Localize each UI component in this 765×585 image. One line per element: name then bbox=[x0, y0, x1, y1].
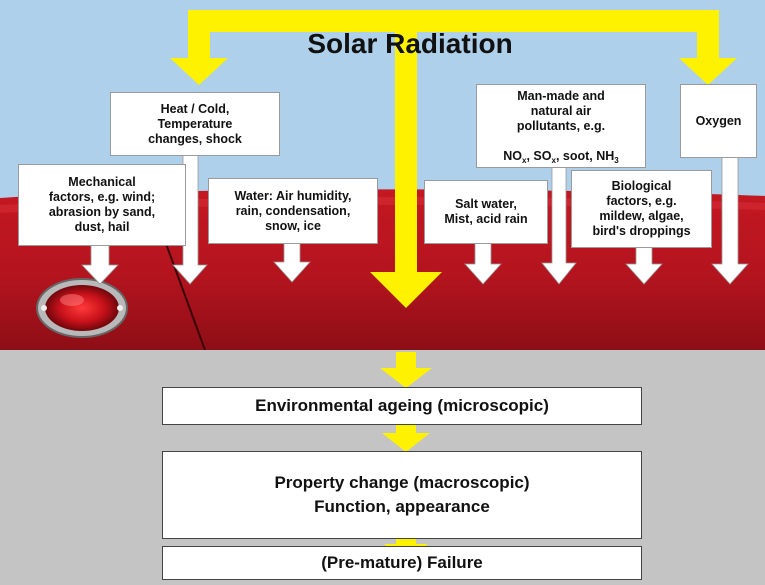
stage-failure-text: (Pre-mature) Failure bbox=[321, 553, 483, 572]
factor-mechanical: Mechanical factors, e.g. wind; abrasion … bbox=[18, 164, 186, 246]
factor-heat: Heat / Cold, Temperature changes, shock bbox=[110, 92, 280, 156]
diagram-title: Solar Radiation bbox=[307, 28, 513, 59]
arrow-salt bbox=[464, 242, 502, 285]
factor-mechanical-text: Mechanical factors, e.g. wind; abrasion … bbox=[48, 175, 156, 234]
stage-property: Property change (macroscopic) Function, … bbox=[162, 451, 642, 539]
stage-ageing-text: Environmental ageing (microscopic) bbox=[255, 396, 549, 415]
factor-pollutants-line-3: pollutants, e.g. bbox=[516, 118, 606, 133]
formula-subscript: x bbox=[551, 155, 556, 165]
factor-pollutants-formula: NOx, SOx, soot, NH3 bbox=[503, 134, 619, 165]
factor-heat-text: Heat / Cold, Temperature changes, shock bbox=[148, 101, 242, 146]
factor-water-text: Water: Air humidity, rain, condensation,… bbox=[234, 188, 352, 233]
factor-pollutants-line-2: natural air bbox=[530, 103, 592, 118]
formula-part: , soot, NH bbox=[555, 148, 615, 163]
factor-biological-text: Biological factors, e.g. mildew, algae, … bbox=[592, 179, 691, 238]
factor-water: Water: Air humidity, rain, condensation,… bbox=[208, 178, 378, 244]
factor-pollutants: Man-made and natural air pollutants, e.g… bbox=[476, 84, 646, 168]
formula-subscript: x bbox=[522, 155, 527, 165]
arrow-biological bbox=[625, 245, 663, 285]
factor-salt-text: Salt water, Mist, acid rain bbox=[444, 197, 528, 226]
arrow-pollutants bbox=[541, 165, 577, 285]
arrow-oxygen bbox=[711, 154, 749, 285]
stage-property-text: Property change (macroscopic) Function, … bbox=[274, 473, 530, 516]
arrow-water bbox=[273, 242, 311, 283]
factor-biological: Biological factors, e.g. mildew, algae, … bbox=[571, 170, 712, 248]
tail-lamp bbox=[36, 278, 128, 338]
formula-subscript: 3 bbox=[614, 155, 619, 165]
factor-oxygen-text: Oxygen bbox=[695, 113, 742, 128]
stage-ageing: Environmental ageing (microscopic) bbox=[162, 387, 642, 425]
formula-part: NO bbox=[503, 148, 523, 163]
factor-salt: Salt water, Mist, acid rain bbox=[424, 180, 548, 244]
solar-arrows bbox=[170, 10, 737, 562]
arrow-heat bbox=[172, 154, 208, 285]
formula-part: , SO bbox=[526, 148, 552, 163]
factor-arrows bbox=[81, 154, 749, 285]
factor-oxygen: Oxygen bbox=[680, 84, 757, 158]
factor-pollutants-line-1: Man-made and bbox=[517, 88, 605, 103]
arrow-mechanical bbox=[81, 242, 119, 285]
stage-failure: (Pre-mature) Failure bbox=[162, 546, 642, 580]
